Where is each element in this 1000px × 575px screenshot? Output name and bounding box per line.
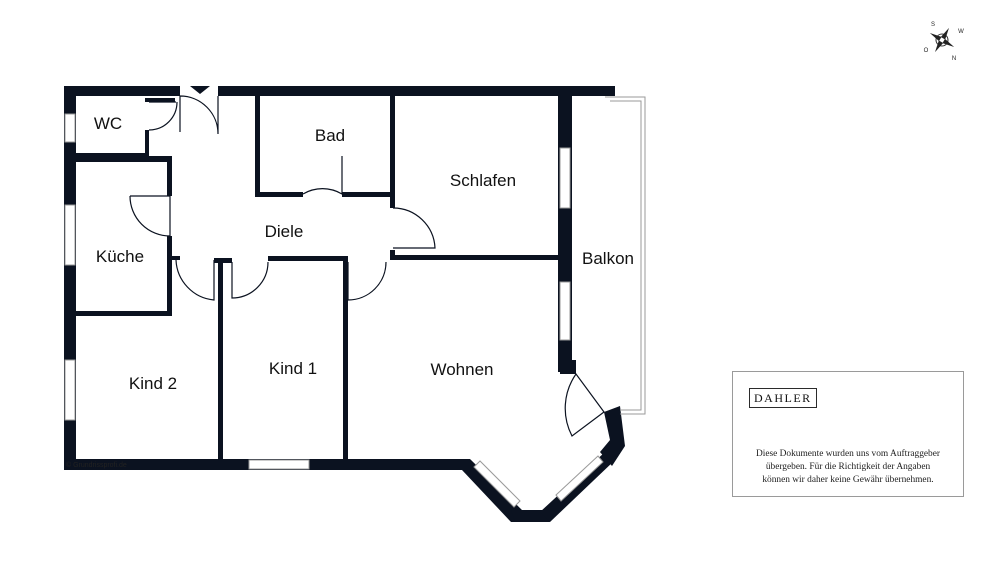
doors: [129, 86, 605, 437]
room-label-bath: Bad: [315, 126, 345, 145]
brand-logo: DAHLER: [749, 388, 817, 408]
room-label-hallway: Diele: [265, 222, 304, 241]
disclaimer-line: übergeben. Für die Richtigkeit der Angab…: [765, 462, 931, 472]
disclaimer-text: Diese Dokumente wurden uns vom Auftragge…: [733, 448, 963, 487]
kitchen-door: [129, 195, 171, 237]
disclaimer-box: DAHLER Diese Dokumente wurden uns vom Au…: [732, 371, 964, 497]
room-label-kitchen: Küche: [96, 247, 144, 266]
compass-west-label: W: [958, 29, 964, 35]
interior-walls: [76, 96, 560, 462]
entrance-door: [179, 95, 219, 135]
room-label-kind1: Kind 1: [269, 359, 317, 378]
balcony-door: [564, 372, 605, 437]
compass-icon: S W O N: [924, 22, 965, 62]
room-label-balcony: Balkon: [582, 249, 634, 268]
room-label-wc: WC: [94, 114, 122, 133]
windows: [64, 113, 604, 508]
copyright-text: © Grundrissprofi.de: [66, 461, 127, 469]
kind2-door: [175, 259, 215, 301]
entrance-arrow: [190, 86, 210, 94]
wc-door: [148, 101, 178, 131]
room-label-living: Wohnen: [430, 360, 493, 379]
compass-east-label: O: [924, 48, 929, 54]
compass-south-label: S: [931, 22, 935, 28]
bedroom-door: [392, 207, 436, 249]
room-label-kind2: Kind 2: [129, 374, 177, 393]
disclaimer-line: Diese Dokumente wurden uns vom Auftragge…: [755, 449, 941, 459]
disclaimer-line: können wir daher keine Gewähr übernehmen…: [762, 475, 934, 485]
bath-door: [302, 156, 343, 196]
balcony-railing: [605, 96, 646, 415]
compass-north-label: N: [952, 56, 956, 62]
kind1-door: [231, 261, 269, 299]
living-door: [347, 261, 387, 301]
room-label-bedroom: Schlafen: [450, 171, 516, 190]
